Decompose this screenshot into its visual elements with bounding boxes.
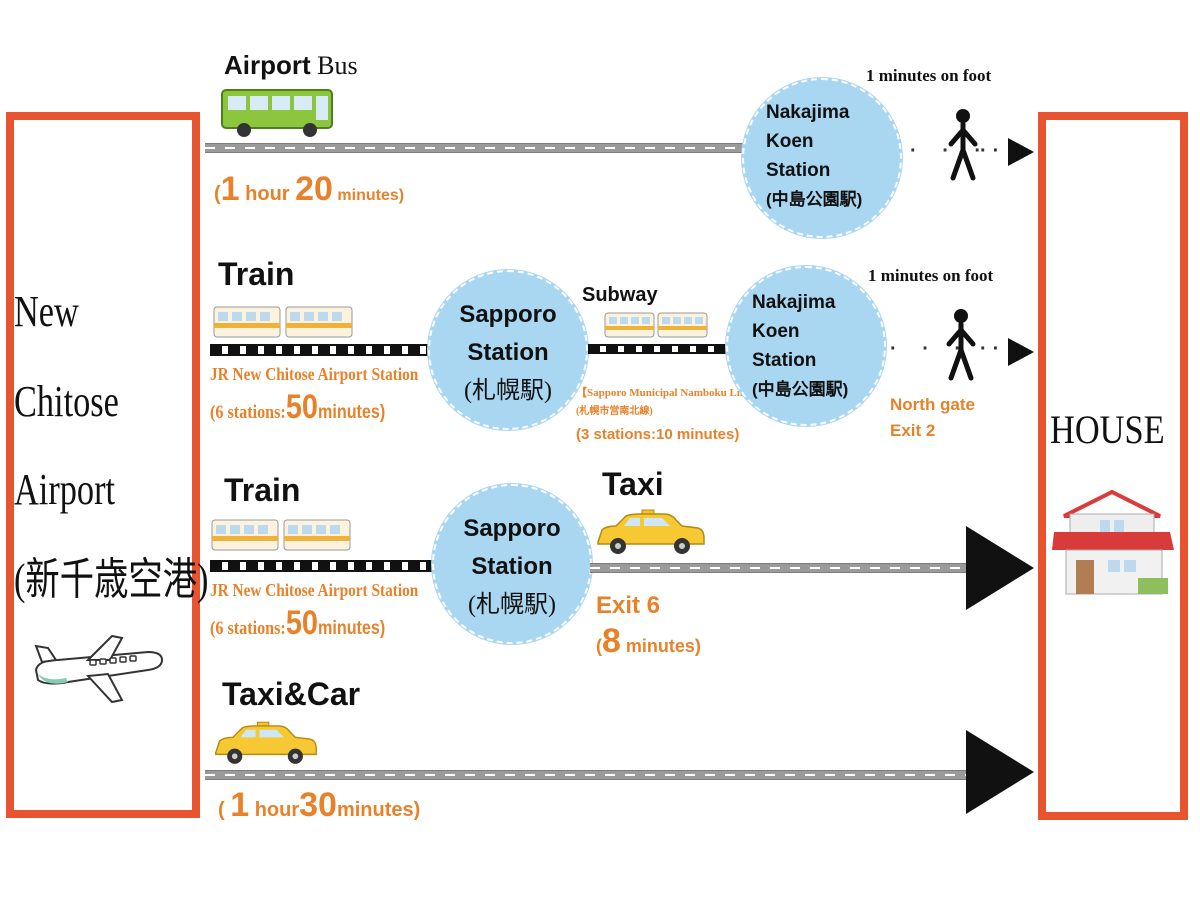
airport-name-line-2: Chitose [14, 377, 119, 426]
bus-station-line-4: (中島公園駅) [766, 190, 863, 209]
bus-walk-dots-2: ·· [980, 140, 1006, 162]
subway-dest-line-2: Koen [752, 321, 800, 342]
taxi-arrow [966, 526, 1034, 610]
bus-nakajima-station-circle [742, 78, 902, 238]
subway-line-jp: (札幌市営南北線) [576, 406, 653, 417]
subway-walk-dots-2: ·· [980, 338, 1006, 360]
car-duration-minute-word: minutes) [336, 799, 421, 821]
gate-line-2: Exit 2 [890, 421, 936, 440]
train-taxi-route-label: Train [224, 472, 301, 508]
bus-duration-hour-word: hour [239, 183, 296, 205]
taxi-label: Taxi [602, 466, 664, 502]
sapporo-2-line-1: Sapporo [463, 515, 561, 542]
train-subway-stations-prefix: (6 stations: [210, 402, 286, 423]
car-arrow [966, 730, 1034, 814]
bus-arrow [1008, 138, 1034, 166]
subway-arrow [1008, 338, 1034, 366]
bus-duration-open: ( [214, 183, 221, 205]
gate-line-1: North gate [890, 395, 975, 414]
taxi-icon [215, 721, 317, 764]
bus-icon [221, 89, 333, 137]
sapporo-1-line-3: (札幌駅) [464, 378, 552, 404]
train-taxi-rail [210, 560, 436, 572]
sapporo-station-circle-1 [428, 270, 588, 430]
train-icon [211, 519, 351, 551]
bus-walk-time: 1 minutes on foot [866, 66, 992, 85]
sapporo-2-line-2: Station [471, 553, 553, 580]
train-taxi-minutes-word: minutes) [317, 618, 386, 639]
car-duration-hour-word: hour [249, 799, 300, 821]
bus-duration-hours: 1 [220, 170, 240, 208]
subway-label: Subway [582, 284, 658, 306]
train-taxi-line-name: JR New Chitose Airport Station [210, 580, 419, 600]
train-taxi-stations-prefix: (6 stations: [210, 618, 286, 639]
car-duration-minutes: 30 [299, 786, 337, 824]
subway-rail [588, 344, 730, 354]
taxi-exit: Exit 6 [596, 592, 661, 619]
train-subway-duration: (6 stations:50minutes) [210, 388, 385, 427]
train-icon [213, 306, 353, 338]
subway-train-icon [604, 312, 708, 338]
bus-duration-minutes: 20 [295, 170, 333, 208]
train-subway-minutes-word: minutes) [317, 402, 386, 423]
bus-station-line-2: Koen [766, 131, 814, 152]
taxi-duration: (8 minutes) [596, 622, 701, 661]
taxi-car-route-label: Taxi&Car [222, 676, 361, 712]
subway-nakajima-station-label: Nakajima Koen Station (中島公園駅) [752, 288, 848, 404]
bus-duration-minute-word: minutes) [332, 187, 405, 204]
airport-name-line-1: New [14, 287, 79, 336]
house-icon [1052, 489, 1174, 595]
bus-route-label: Airport Bus [224, 50, 358, 81]
taxi-duration-open: ( [596, 636, 602, 656]
taxi-icon [597, 509, 705, 554]
train-subway-line-name: JR New Chitose Airport Station [210, 364, 419, 384]
sapporo-station-label-1: Sapporo Station (札幌駅) [454, 296, 562, 410]
subway-walk-dots: · · · [890, 338, 972, 360]
airport-box [6, 112, 200, 818]
north-gate-label: North gate Exit 2 [890, 392, 975, 444]
car-duration-open: ( [218, 799, 231, 821]
train-subway-minutes: 50 [285, 388, 318, 426]
house-box [1038, 112, 1188, 820]
sapporo-1-line-2: Station [467, 339, 549, 366]
bus-duration: (1 hour 20 minutes) [214, 170, 404, 209]
taxi-road [590, 563, 972, 573]
train-subway-rail [210, 344, 434, 356]
sapporo-station-circle-2 [432, 484, 592, 644]
walking-person-icon [946, 309, 976, 381]
subway-dest-line-4: (中島公園駅) [752, 380, 849, 399]
bus-label-rest: Bus [310, 51, 358, 80]
train-subway-route-label: Train [218, 256, 295, 292]
bus-road [205, 143, 750, 153]
sapporo-station-label-2: Sapporo Station (札幌駅) [458, 510, 566, 624]
bus-label-bold: Airport [224, 50, 311, 80]
train-taxi-duration: (6 stations:50minutes) [210, 604, 385, 643]
house-label: HOUSE [1050, 407, 1165, 452]
taxi-duration-minute-word: minutes) [620, 636, 701, 656]
airport-name-line-3: Airport [14, 465, 116, 514]
subway-nakajima-station-circle [726, 266, 886, 426]
bus-station-line-3: Station [766, 160, 831, 181]
car-duration-hours: 1 [230, 786, 250, 824]
airplane-icon [34, 634, 164, 704]
walking-person-icon [948, 109, 978, 181]
subway-stops: (3 stations:10 minutes) [576, 426, 740, 443]
car-road [205, 770, 973, 780]
bus-nakajima-station-label: Nakajima Koen Station (中島公園駅) [766, 98, 862, 214]
car-duration: ( 1 hour30minutes) [218, 786, 420, 825]
subway-line-en: 【Sapporo Municipal Namboku Line】 [576, 387, 762, 399]
subway-dest-line-3: Station [752, 350, 817, 371]
taxi-duration-minutes: 8 [602, 622, 621, 660]
sapporo-2-line-3: (札幌駅) [468, 592, 556, 618]
airport-name-line-4: (新千歳空港) [14, 555, 209, 604]
subway-dest-line-1: Nakajima [752, 292, 836, 313]
train-taxi-minutes: 50 [285, 604, 318, 642]
subway-walk-time: 1 minutes on foot [868, 266, 994, 285]
sapporo-1-line-1: Sapporo [459, 301, 557, 328]
bus-station-line-1: Nakajima [766, 102, 850, 123]
